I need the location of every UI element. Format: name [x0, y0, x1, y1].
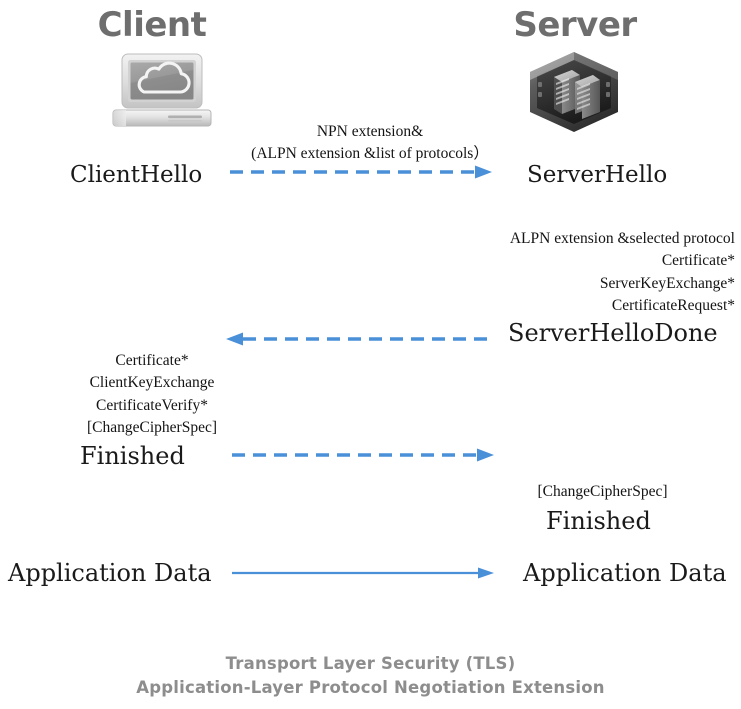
laptop-cloud-icon: [104, 52, 220, 130]
label-server-hello: ServerHello: [527, 162, 668, 188]
arrow-client-finished: [232, 447, 497, 463]
label-server-finished: Finished: [546, 507, 651, 535]
detail-line: ClientKeyExchange: [89, 374, 215, 392]
detail-line: Certificate*: [661, 252, 735, 270]
detail-line: ALPN extension &selected protocol: [509, 230, 735, 247]
label-server-application-data: Application Data: [523, 559, 727, 587]
step-client-hello-annotation: NPN extension& (ALPN extension &list of …: [232, 121, 508, 166]
arrow-server-hello-done: [226, 331, 488, 347]
label-client-finished: Finished: [80, 442, 185, 470]
detail-line: ServerKeyExchange*: [599, 274, 735, 292]
label-client-hello: ClientHello: [70, 162, 203, 188]
arrow-client-hello: [230, 164, 495, 180]
diagram-caption: Transport Layer Security (TLS) Applicati…: [0, 652, 741, 700]
server-hexagon-icon: [523, 50, 625, 134]
caption-line-2: Application-Layer Protocol Negotiation E…: [136, 677, 605, 697]
label-client-application-data: Application Data: [8, 559, 212, 587]
client-column-heading: Client: [97, 5, 207, 45]
step-client-finished-details: Certificate* ClientKeyExchange Certifica…: [22, 350, 282, 440]
detail-line: [ChangeCipherSpec]: [537, 483, 668, 500]
detail-line: CertificateRequest*: [611, 297, 735, 315]
arrow-application-data: [232, 565, 497, 581]
label-server-hello-done: ServerHelloDone: [508, 319, 718, 347]
detail-line: CertificateVerify*: [96, 396, 208, 414]
annotation-line: (ALPN extension &list of protocols）: [251, 145, 489, 163]
server-column-heading: Server: [513, 5, 637, 45]
caption-line-1: Transport Layer Security (TLS): [225, 654, 516, 673]
detail-line: Certificate*: [115, 352, 189, 369]
detail-line: [ChangeCipherSpec]: [87, 419, 217, 437]
annotation-line: NPN extension&: [316, 123, 424, 140]
step-server-hello-done-details: ALPN extension &selected protocol Certif…: [335, 228, 735, 318]
step-server-finished-details: [ChangeCipherSpec]: [470, 481, 735, 503]
